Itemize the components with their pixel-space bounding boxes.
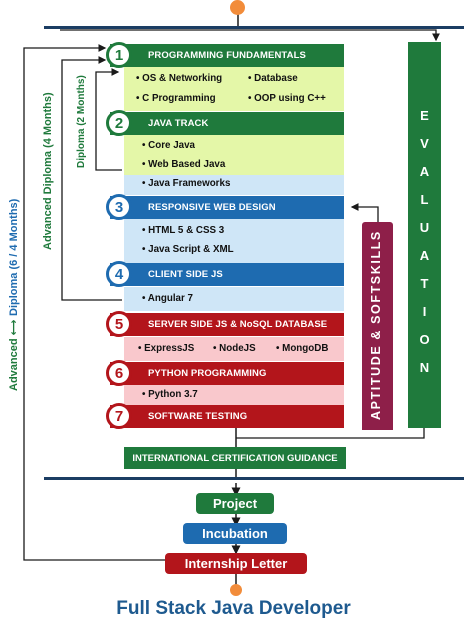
module-number-1: 1 (106, 42, 132, 68)
aptitude-bar: APTITUDE & SOFTSKILLS (362, 222, 393, 430)
module-header-1: PROGRAMMING FUNDAMENTALS (110, 44, 344, 67)
evaluation-letter: O (419, 332, 430, 347)
module-title: SERVER SIDE JS & NoSQL DATABASE (148, 319, 328, 330)
module-title: PYTHON PROGRAMMING (148, 368, 267, 379)
certification-banner: INTERNATIONAL CERTIFICATION GUIDANCE (124, 447, 346, 469)
end-dot (230, 584, 242, 596)
stage-incubation: Incubation (183, 523, 287, 544)
topic-item: • Web Based Java (142, 159, 226, 170)
advanced-diploma-label: Advanced Diploma (4 Months) (42, 92, 54, 250)
topic-item: • Database (248, 73, 298, 84)
diploma-span: Diploma (6 / 4 Months) (8, 199, 20, 317)
module-header-4: CLIENT SIDE JS (110, 263, 344, 286)
evaluation-letter: L (420, 192, 429, 207)
topic-item: • Angular 7 (142, 293, 193, 304)
evaluation-letter: A (419, 164, 430, 179)
aptitude-label: APTITUDE & SOFTSKILLS (369, 230, 383, 420)
topic-item: • OS & Networking (136, 73, 223, 84)
evaluation-letters: E V A L U A T I O N (408, 102, 441, 382)
web-topics-panel (124, 219, 344, 263)
top-rule (44, 26, 464, 29)
module-number-6: 6 (106, 360, 132, 386)
diploma-label: Diploma (2 Months) (76, 75, 87, 169)
topic-item: • Core Java (142, 140, 195, 151)
topic-item: • C Programming (136, 93, 216, 104)
server-topics-panel (124, 337, 344, 361)
topic-item: • Python 3.7 (142, 389, 198, 400)
evaluation-bar: E V A L U A T I O N (408, 42, 441, 428)
topic-item: • ExpressJS (138, 343, 195, 354)
evaluation-letter: A (419, 248, 430, 263)
module-header-6: PYTHON PROGRAMMING (110, 362, 344, 385)
module-header-3: RESPONSIVE WEB DESIGN (110, 196, 344, 219)
advanced-diploma-span-label: Advanced ⟷ Diploma (6 / 4 Months) (7, 150, 20, 440)
stage-project: Project (196, 493, 274, 514)
module-title: JAVA TRACK (148, 118, 209, 129)
client-topics-panel (124, 287, 344, 311)
evaluation-letter: I (422, 304, 427, 319)
evaluation-letter: T (420, 276, 429, 291)
module-title: RESPONSIVE WEB DESIGN (148, 202, 276, 213)
module-number-3: 3 (106, 194, 132, 220)
topic-item: • OOP using C++ (248, 93, 326, 104)
module-title: SOFTWARE TESTING (148, 411, 248, 422)
module-header-5: SERVER SIDE JS & NoSQL DATABASE (110, 313, 344, 336)
fundamentals-topics-panel (124, 67, 344, 111)
evaluation-letter: E (420, 108, 429, 123)
module-number-4: 4 (106, 261, 132, 287)
module-number-2: 2 (106, 110, 132, 136)
start-dot (230, 0, 245, 15)
topic-item: • Java Frameworks (142, 178, 231, 189)
module-title: PROGRAMMING FUNDAMENTALS (148, 50, 306, 61)
python-topics-panel (124, 385, 344, 405)
evaluation-letter: N (419, 360, 430, 375)
java-frameworks-panel (124, 175, 344, 195)
advanced-prefix: Advanced ⟷ (8, 319, 20, 391)
page-title: Full Stack Java Developer (116, 598, 351, 619)
topic-item: • Java Script & XML (142, 244, 234, 255)
stage-internship-letter: Internship Letter (165, 553, 307, 574)
topic-item: • NodeJS (213, 343, 256, 354)
java-topics-panel (124, 135, 344, 175)
topic-item: • HTML 5 & CSS 3 (142, 225, 225, 236)
module-title: CLIENT SIDE JS (148, 269, 223, 280)
middle-rule (44, 477, 464, 480)
module-number-7: 7 (106, 403, 132, 429)
evaluation-letter: U (419, 220, 430, 235)
module-header-2: JAVA TRACK (110, 112, 344, 135)
evaluation-letter: V (420, 136, 429, 151)
module-number-5: 5 (106, 311, 132, 337)
module-header-7: SOFTWARE TESTING (110, 405, 344, 428)
topic-item: • MongoDB (276, 343, 329, 354)
